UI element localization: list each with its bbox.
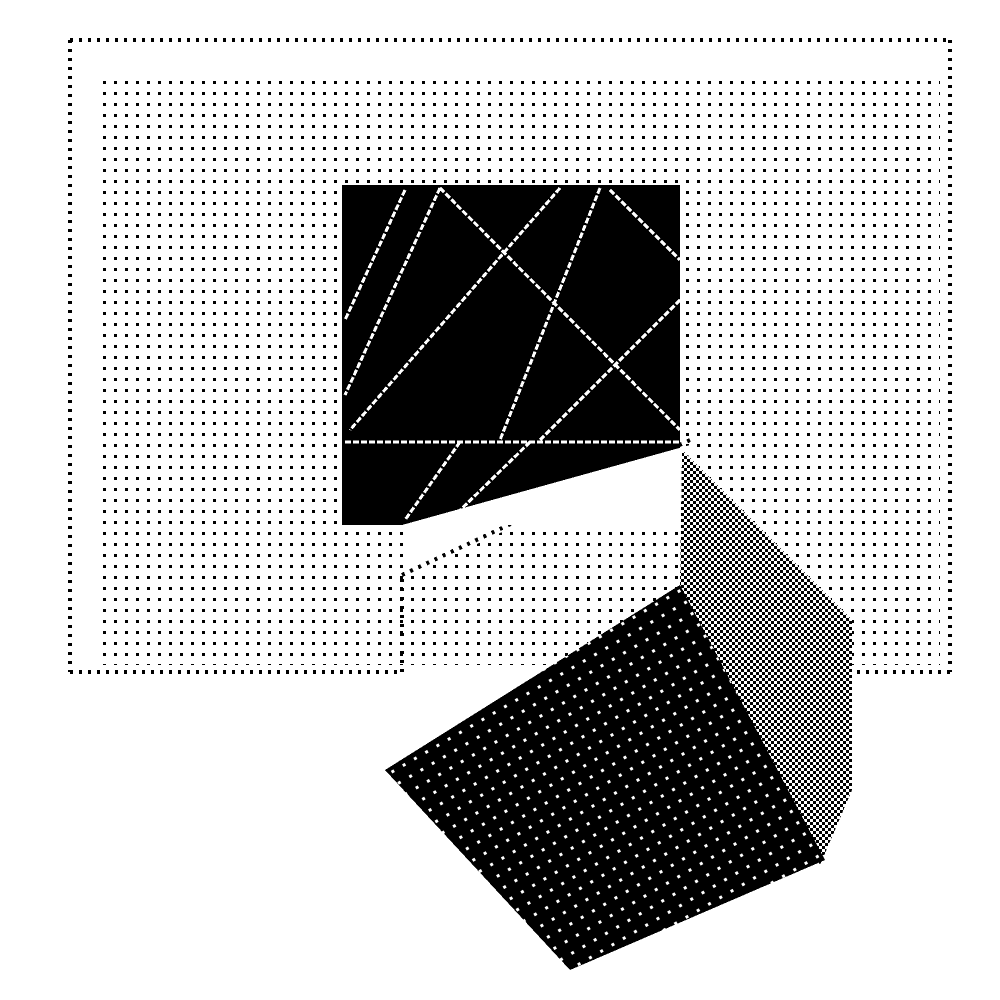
dithered-face — [680, 450, 852, 865]
black-square — [342, 185, 690, 525]
shaded-block — [385, 585, 825, 970]
dotted-frame — [68, 38, 952, 674]
